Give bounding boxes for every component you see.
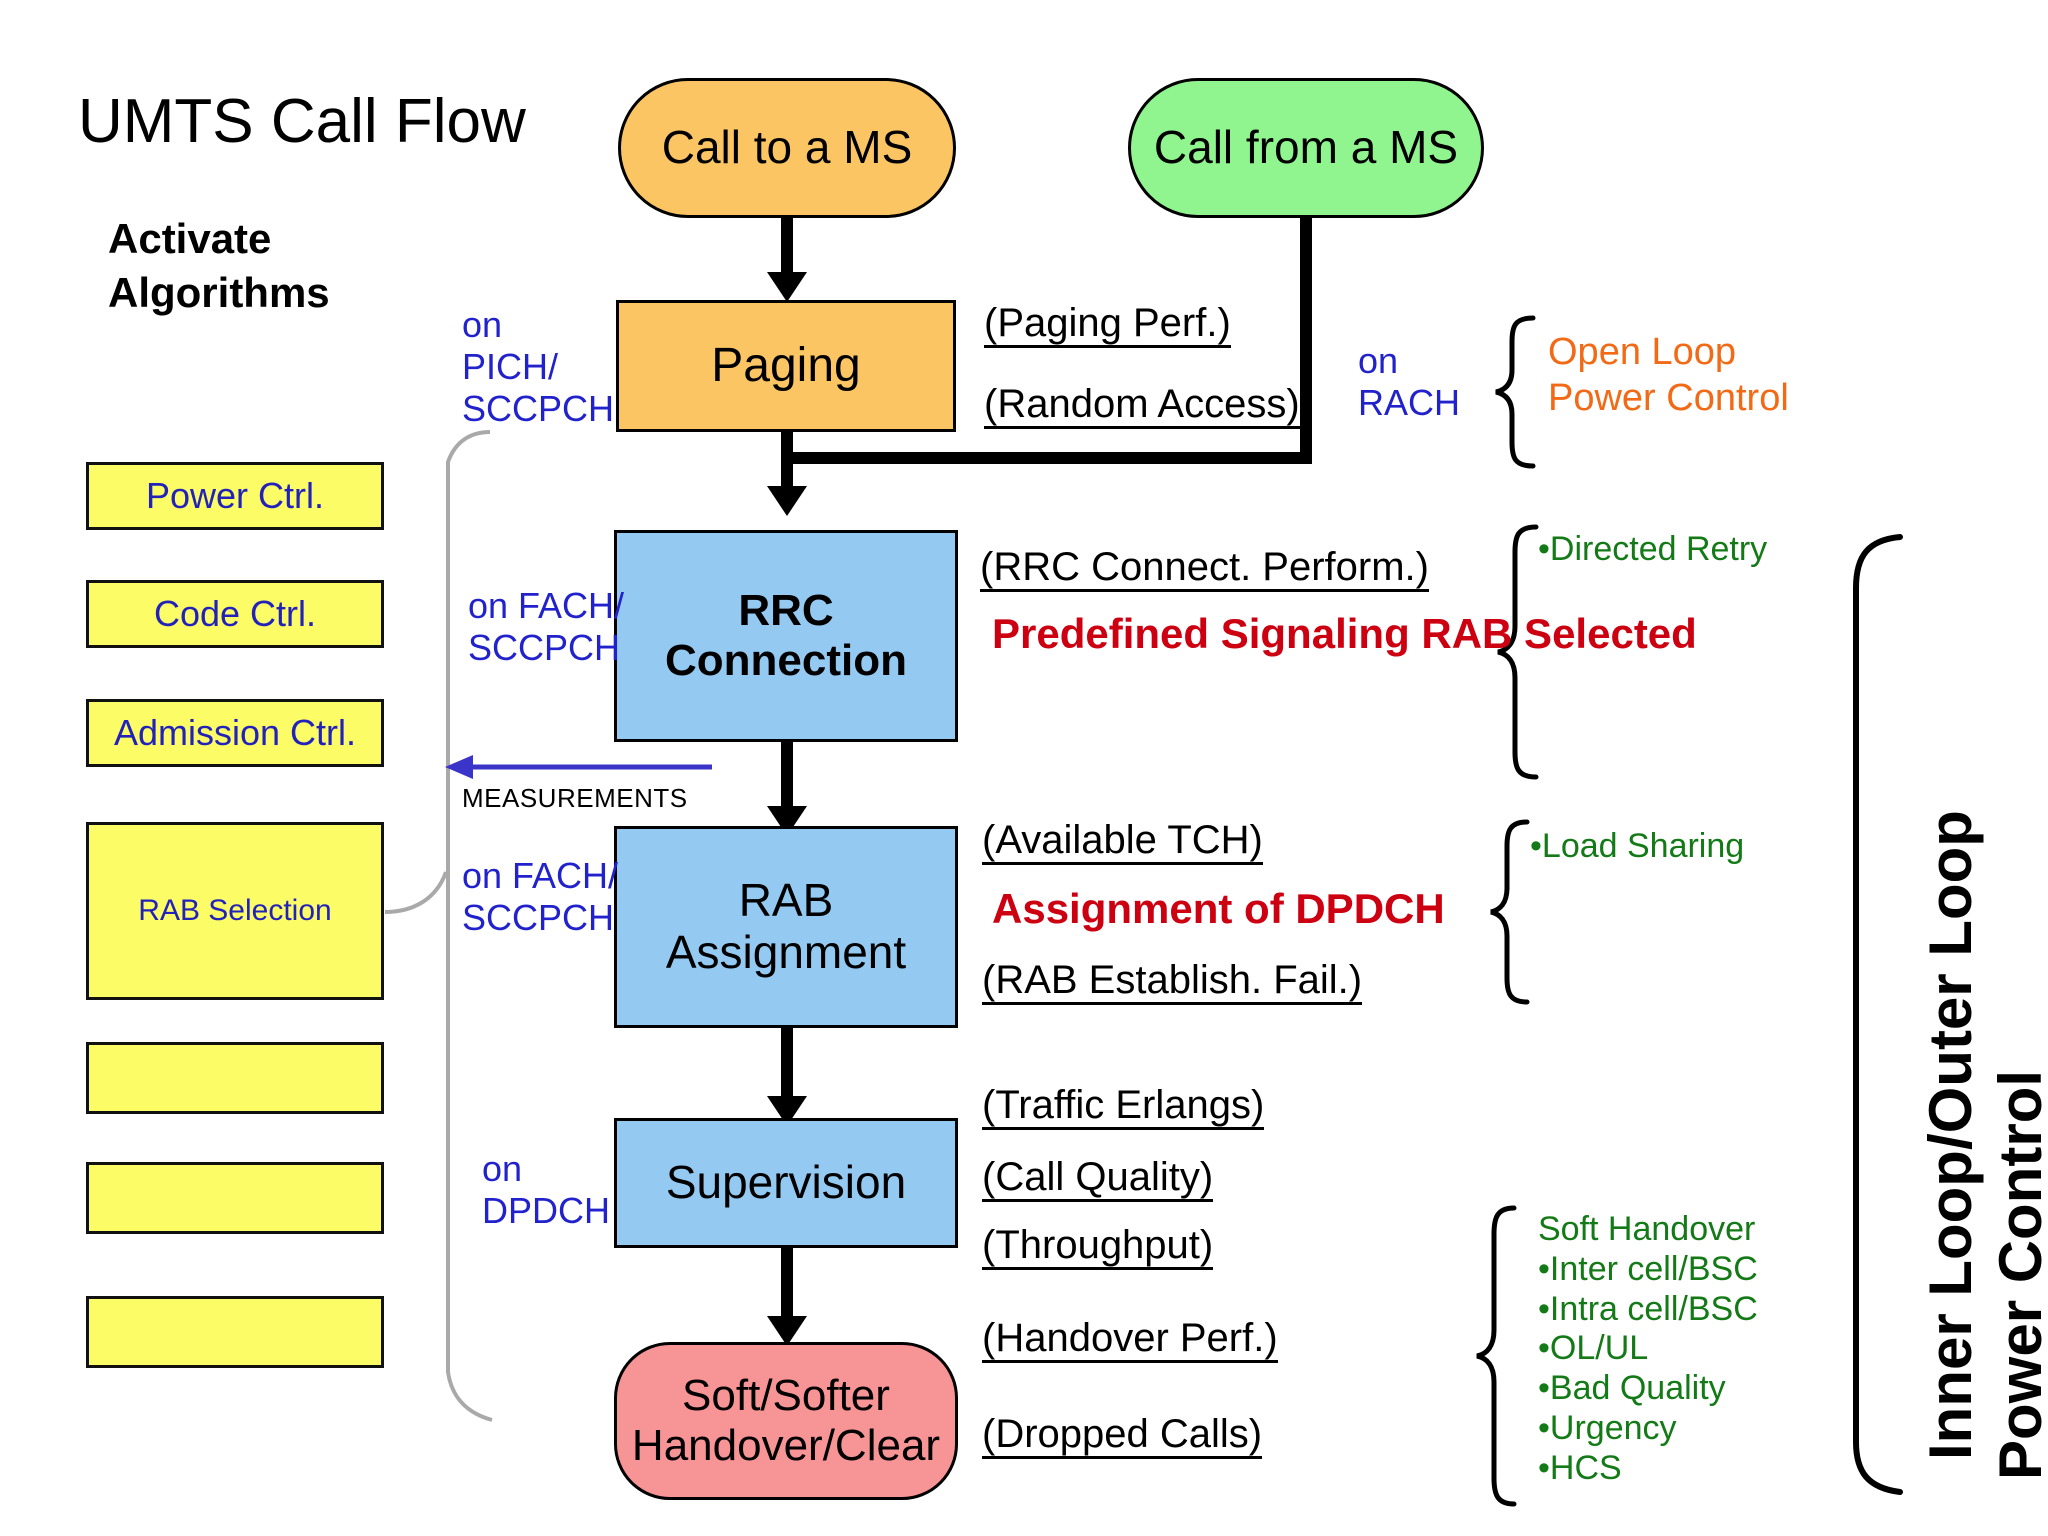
connector-from-ms-horizontal [781, 452, 1312, 464]
channel-label-rab: on FACH/ SCCPCH [462, 855, 619, 938]
feature-load-sharing: •Load Sharing [1530, 827, 1745, 865]
metric-handover-perf: (Handover Perf.) [982, 1318, 1278, 1363]
node-label: RRC Connection [665, 586, 907, 685]
algorithm-box-empty-2[interactable] [86, 1162, 384, 1234]
connector-rrc-to-rab [781, 742, 793, 814]
channel-label-rach: on RACH [1358, 340, 1461, 423]
node-label: Soft/Softer Handover/Clear [631, 1371, 941, 1470]
node-label: RAB Assignment [665, 874, 907, 978]
arrowhead-paging-to-rrc [767, 486, 807, 516]
algorithm-box-empty-1[interactable] [86, 1042, 384, 1114]
node-label: Call from a MS [1153, 121, 1459, 174]
algorithm-box-rab-selection[interactable]: RAB Selection [86, 822, 384, 1000]
start-node-call-to-ms[interactable]: Call to a MS [618, 78, 956, 218]
connector-start-to-paging [781, 218, 793, 280]
flow-node-soft-softer-handover[interactable]: Soft/Softer Handover/Clear [614, 1342, 958, 1500]
activate-algorithms-heading: Activate Algorithms [108, 215, 330, 316]
connector-paging-to-rrc [781, 432, 793, 494]
connector-supervision-to-handover [781, 1248, 793, 1324]
arrowhead-supervision-to-handover [767, 1316, 807, 1346]
channel-label-paging: on PICH/ SCCPCH [462, 304, 615, 429]
page-title: UMTS Call Flow [78, 87, 526, 156]
highlight-assignment-dpdch: Assignment of DPDCH [992, 885, 1445, 932]
metric-random-access: (Random Access) [984, 384, 1300, 429]
flow-node-supervision[interactable]: Supervision [614, 1118, 958, 1248]
banner-inner-outer-loop: Inner Loop/Outer Loop [1917, 810, 1984, 1460]
metric-available-tch: (Available TCH) [982, 820, 1263, 865]
node-label: Supervision [665, 1156, 907, 1209]
algorithm-box-code-ctrl[interactable]: Code Ctrl. [86, 580, 384, 648]
algorithm-label: RAB Selection [138, 894, 332, 927]
algorithm-label: Power Ctrl. [145, 475, 325, 516]
flow-node-rrc-connection[interactable]: RRC Connection [614, 530, 958, 742]
node-label: Paging [711, 338, 861, 392]
feature-directed-retry: •Directed Retry [1538, 530, 1768, 568]
algorithm-label: Code Ctrl. [153, 593, 317, 634]
banner-power-control: Power Control [1987, 1069, 2048, 1480]
highlight-predefined-signaling: Predefined Signaling RAB Selected [992, 610, 1697, 657]
start-node-call-from-ms[interactable]: Call from a MS [1128, 78, 1484, 218]
algorithm-label: Admission Ctrl. [113, 712, 357, 753]
channel-label-supervision: on DPDCH [482, 1148, 611, 1231]
metric-traffic-erlangs: (Traffic Erlangs) [982, 1085, 1265, 1130]
metric-paging-perf: (Paging Perf.) [984, 303, 1231, 348]
metric-dropped-calls: (Dropped Calls) [982, 1414, 1263, 1459]
metric-throughput: (Throughput) [982, 1225, 1214, 1270]
measurements-arrow-label: MEASUREMENTS [462, 783, 688, 813]
connector-rab-to-supervision [781, 1028, 793, 1104]
algorithm-box-power-ctrl[interactable]: Power Ctrl. [86, 462, 384, 530]
algorithm-box-admission-ctrl[interactable]: Admission Ctrl. [86, 699, 384, 767]
flow-node-rab-assignment[interactable]: RAB Assignment [614, 826, 958, 1028]
connector-from-ms-vertical [1300, 218, 1312, 463]
node-label: Call to a MS [661, 121, 913, 174]
metric-rrc-connect-perform: (RRC Connect. Perform.) [980, 547, 1429, 592]
flow-node-paging[interactable]: Paging [616, 300, 956, 432]
feature-handover-list: Soft Handover •Inter cell/BSC •Intra cel… [1538, 1210, 1758, 1487]
feature-open-loop-power-control: Open Loop Power Control [1548, 331, 1789, 419]
arrowhead-start-to-paging [767, 272, 807, 302]
metric-rab-establish-fail: (RAB Establish. Fail.) [982, 960, 1363, 1005]
channel-label-rrc: on FACH/ SCCPCH [468, 585, 625, 668]
algorithm-box-empty-3[interactable] [86, 1296, 384, 1368]
metric-call-quality: (Call Quality) [982, 1157, 1214, 1202]
